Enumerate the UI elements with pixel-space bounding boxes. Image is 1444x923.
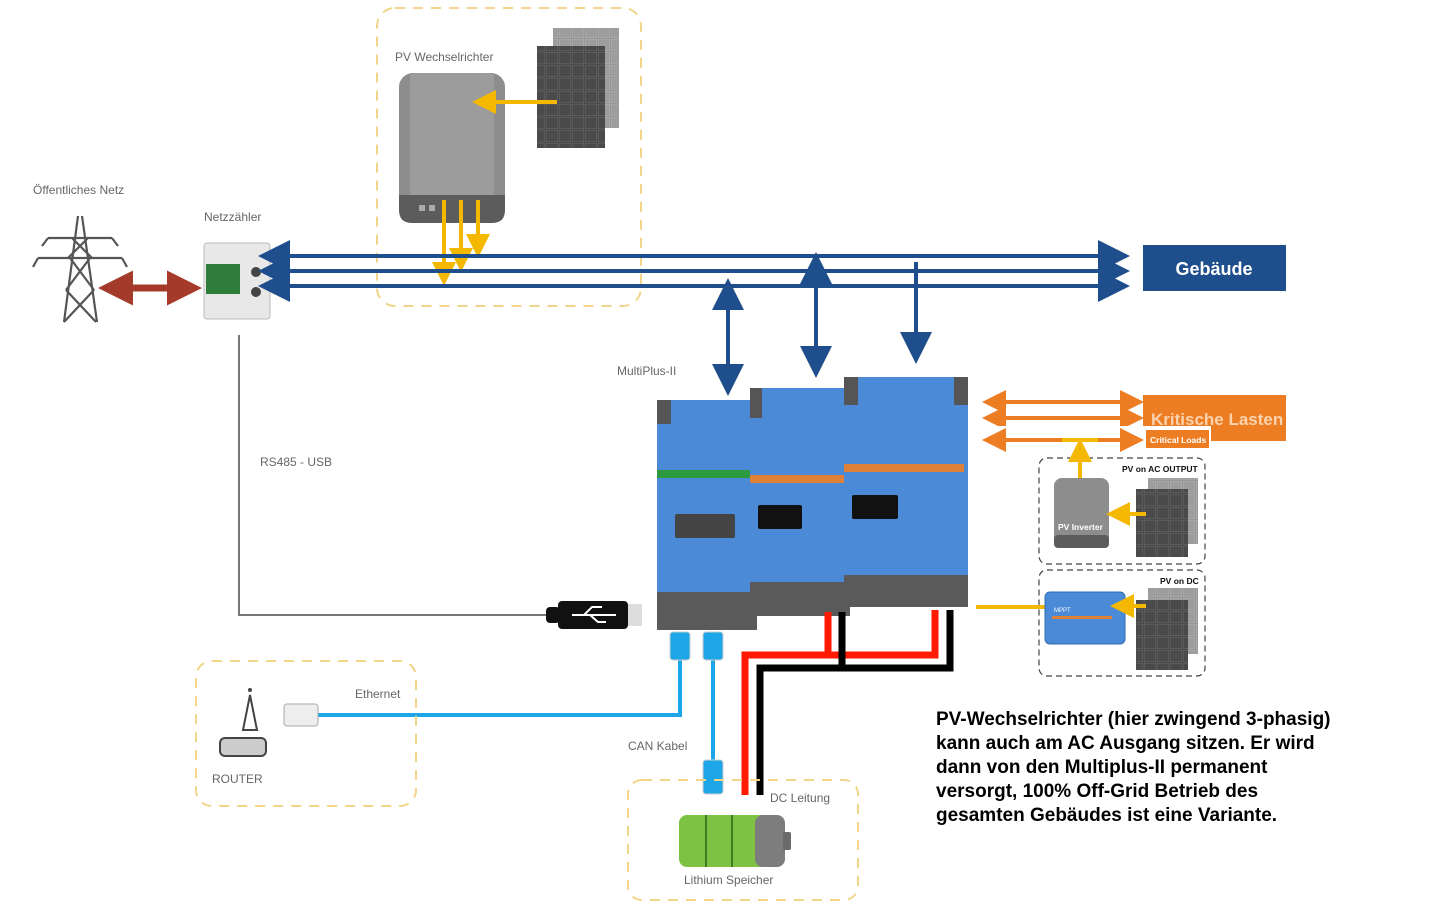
note-line: gesamten Gebäudes ist eine Variante. — [936, 805, 1278, 826]
multiplus-label: MultiPlus-II — [617, 364, 676, 378]
battery-icon — [679, 815, 791, 867]
router-icon — [219, 688, 267, 757]
meter-group: Netzzähler RS485 - USB — [203, 210, 642, 629]
pv-inverter-label: PV Wechselrichter — [395, 50, 493, 64]
pv-panel-icon — [537, 28, 619, 148]
pv-ac-output-group: PV on AC OUTPUT PV Inverter — [1038, 438, 1206, 565]
note-line: kann auch am AC Ausgang sitzen. Er wird — [936, 733, 1315, 754]
rs485-label: RS485 - USB — [260, 455, 332, 469]
pv-inverter-group: PV Wechselrichter — [376, 7, 642, 307]
note-line: PV-Wechselrichter (hier zwingend 3-phasi… — [936, 709, 1331, 730]
pv-group-border — [376, 7, 642, 307]
ethernet-label: Ethernet — [355, 687, 401, 701]
critical-loads-label: Kritische Lasten — [1151, 410, 1283, 429]
ethernet-cable — [318, 650, 682, 717]
rj45-plug-icon — [669, 631, 691, 661]
pv-inverter-en-label: PV Inverter — [1058, 522, 1104, 532]
power-pylon-icon — [32, 215, 128, 323]
dc-line-label: DC Leitung — [770, 791, 830, 805]
router-group: Ethernet ROUTER — [195, 660, 417, 807]
usb-plug-icon — [546, 601, 642, 629]
battery-group: DC Leitung Lithium Speicher — [627, 779, 859, 901]
multiplus-unit-3 — [844, 377, 968, 607]
grid-group: Öffentliches Netz — [32, 183, 202, 323]
mppt-label: MPPT — [1054, 608, 1071, 614]
multiplus-unit-1 — [657, 400, 757, 630]
building-label: Gebäude — [1175, 259, 1252, 279]
rj45-plug-icon — [283, 703, 319, 727]
critical-loads-en-label: Critical Loads — [1150, 435, 1206, 445]
rs485-usb-cable — [238, 335, 555, 616]
pv-panel-icon — [1136, 600, 1188, 670]
rj45-plug-icon — [702, 631, 724, 661]
note-line: versorgt, 100% Off-Grid Betrieb des — [936, 781, 1259, 802]
ac-bus — [258, 240, 1130, 396]
router-label: ROUTER — [212, 772, 263, 786]
multiplus-unit-2 — [750, 388, 850, 616]
pv-ac-output-label: PV on AC OUTPUT — [1122, 464, 1199, 474]
rj45-plug-icon — [702, 759, 724, 795]
can-cable-label: CAN Kabel — [628, 739, 687, 753]
pv-panel-icon — [1136, 489, 1188, 557]
note-line: dann von den Multiplus-II permanent — [936, 757, 1268, 778]
critical-loads-group: Kritische Lasten Critical Loads — [982, 390, 1286, 456]
building-box: Gebäude — [1143, 245, 1286, 291]
dc-negative-line — [756, 610, 954, 795]
dc-lines — [741, 610, 954, 795]
battery-label: Lithium Speicher — [684, 873, 773, 887]
explanation-note: PV-Wechselrichter (hier zwingend 3-phasi… — [936, 708, 1396, 828]
pv-dc-group: PV on DC MPPT — [976, 569, 1206, 677]
grid-label: Öffentliches Netz — [33, 183, 124, 197]
meter-label: Netzzähler — [204, 210, 261, 224]
pv-inverter-device-icon — [399, 73, 505, 223]
pv-dc-label: PV on DC — [1160, 576, 1199, 586]
pv-inverter-small-icon — [1054, 478, 1109, 548]
network-cables — [283, 631, 724, 795]
energy-meter-icon — [203, 242, 271, 320]
mppt-charger-icon: MPPT — [1044, 591, 1126, 645]
